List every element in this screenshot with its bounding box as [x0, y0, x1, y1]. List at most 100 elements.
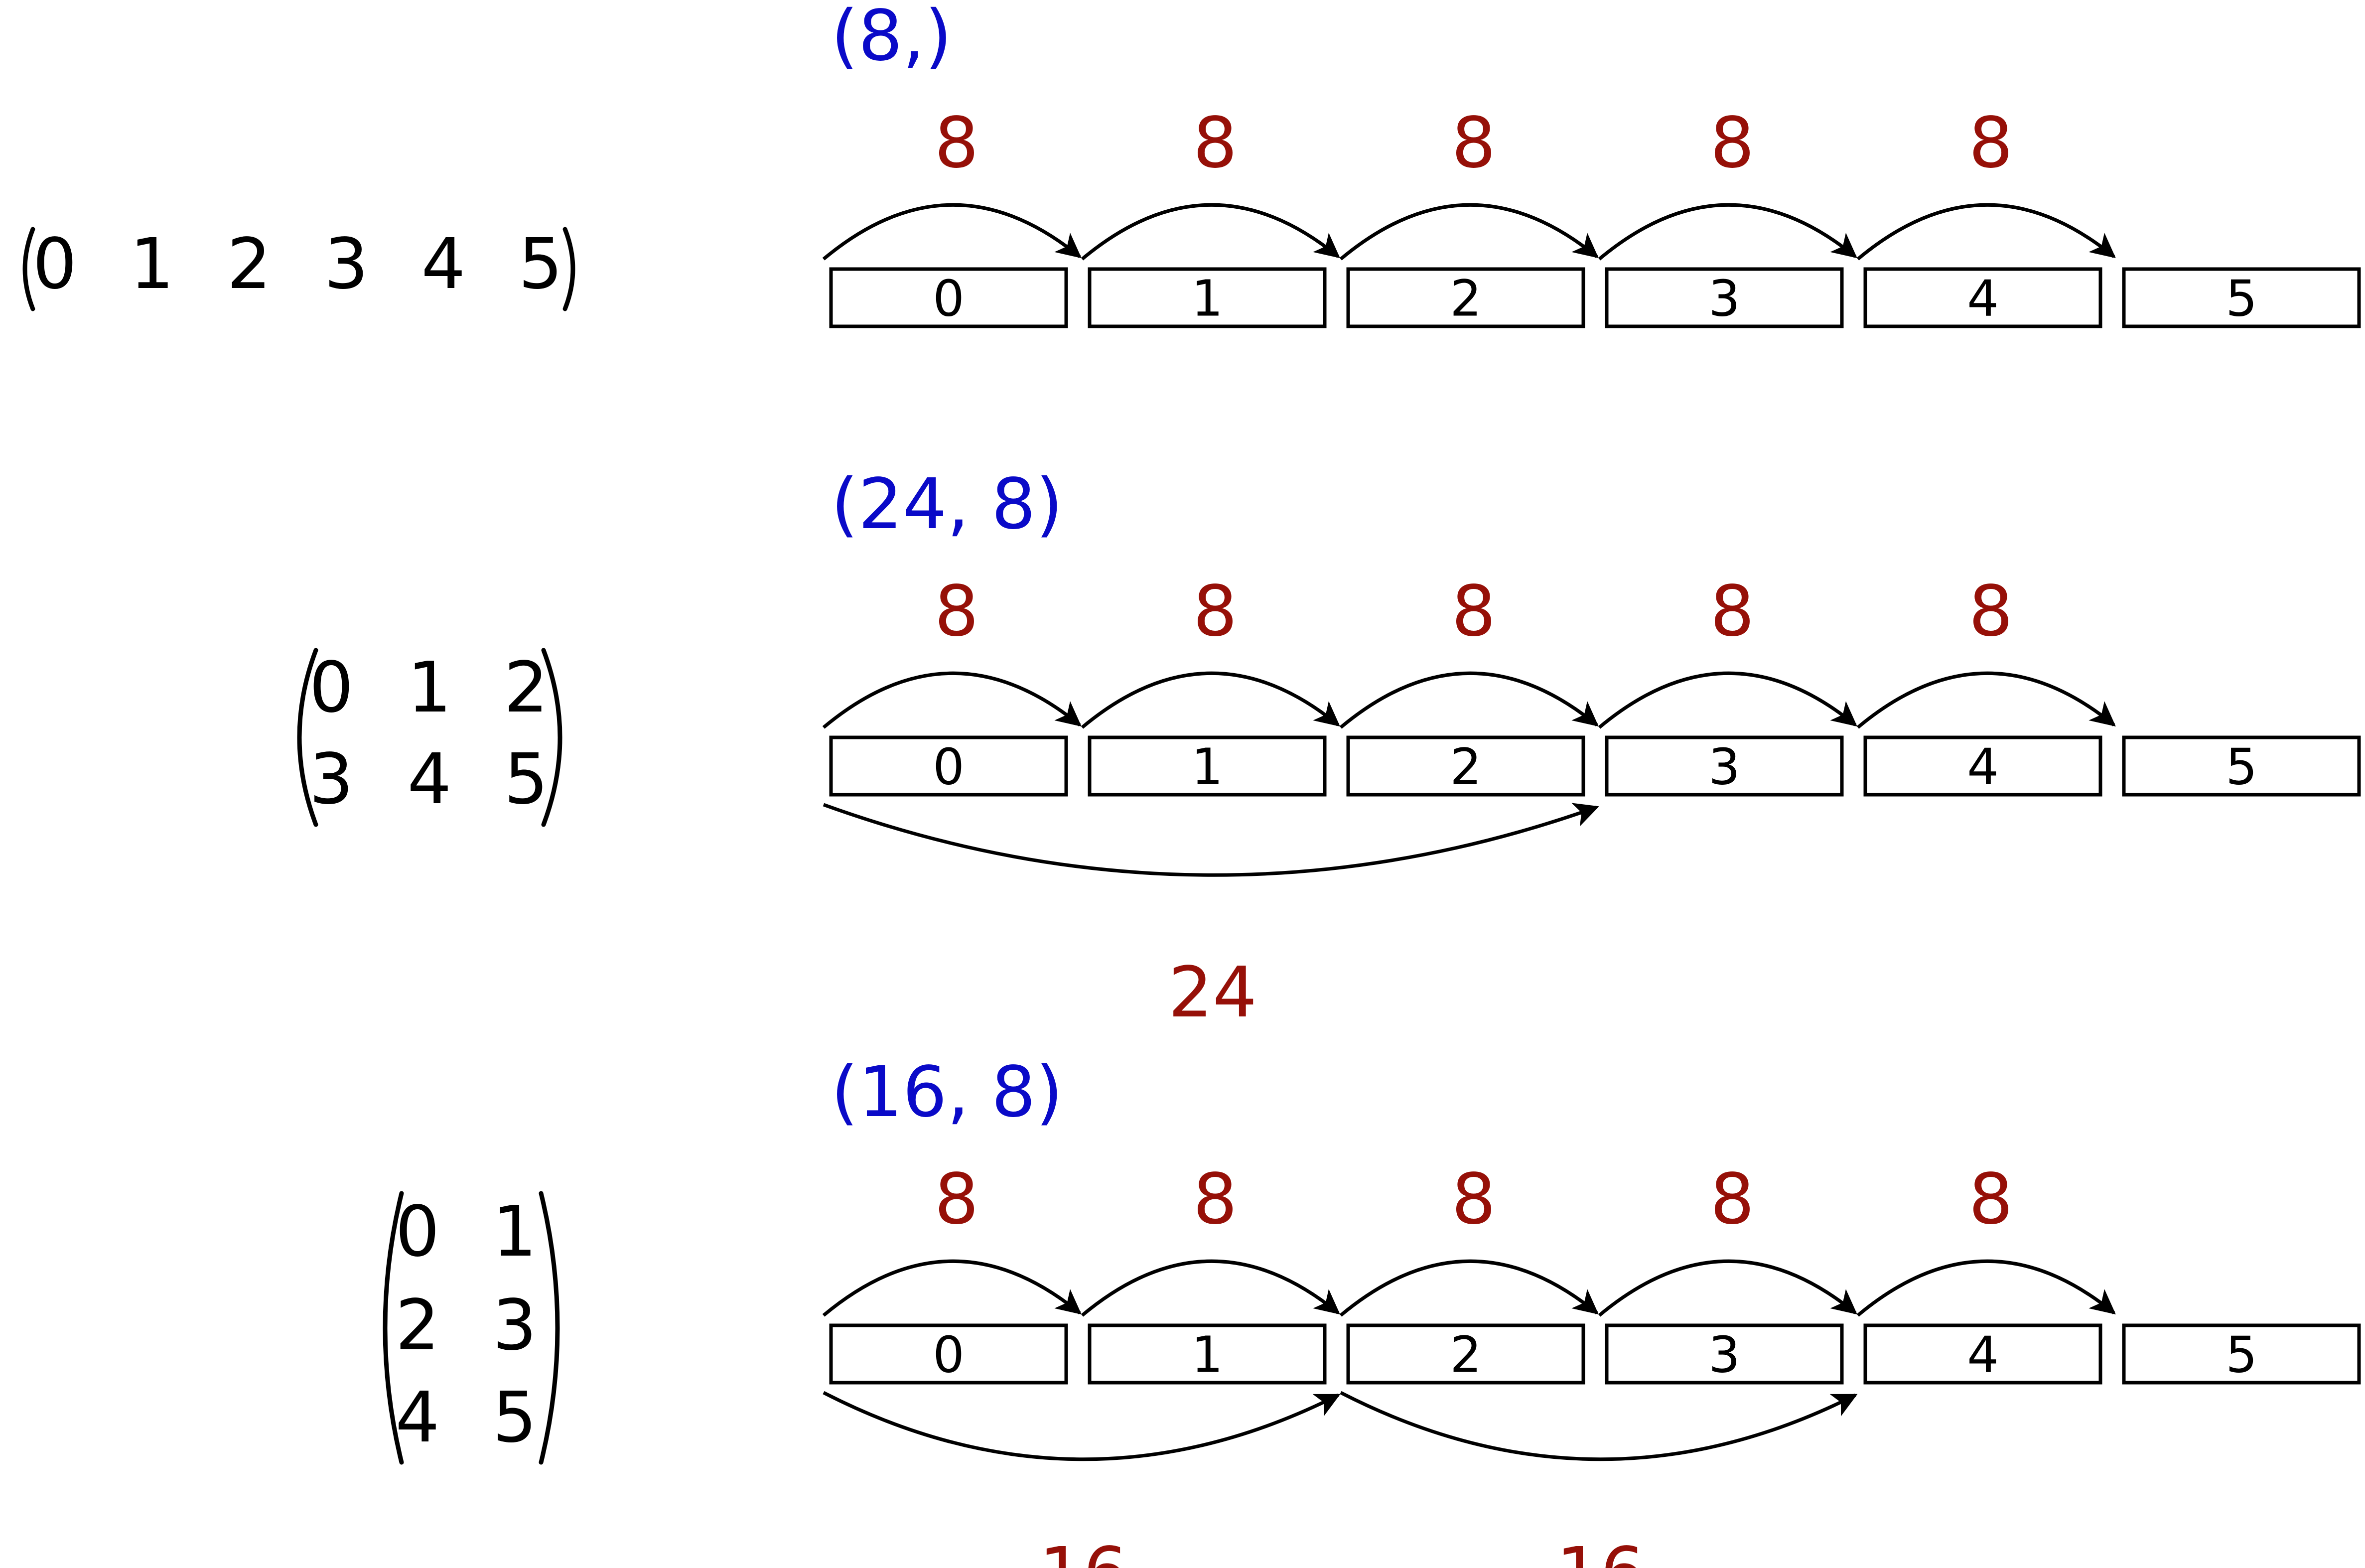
stride-arrow-long [823, 803, 1599, 877]
stride-label: 8 [1193, 571, 1237, 652]
matrix-entry: 0 [309, 647, 353, 728]
stride-label: 8 [1710, 1159, 1754, 1240]
memory-cell [829, 735, 1068, 797]
stride-label: 8 [1451, 103, 1496, 184]
stride-arrow [1856, 1259, 2116, 1317]
stride-arrow [1856, 671, 2116, 729]
memory-cell [1088, 1323, 1327, 1385]
left-paren [383, 1191, 404, 1465]
memory-cell [1605, 735, 1844, 797]
stride-label: 8 [1968, 1159, 2013, 1240]
stride-arrow-long [1340, 1391, 1858, 1461]
matrix-entry: 1 [130, 224, 174, 305]
matrix-entry: 1 [407, 647, 451, 728]
stride-label: 8 [1451, 571, 1496, 652]
stride-arrow [1598, 671, 1857, 729]
memory-cell [1346, 735, 1585, 797]
memory-cell [1346, 267, 1585, 328]
stride-label-long: 16 [1556, 1533, 1645, 1568]
stride-arrow [822, 203, 1082, 261]
memory-cell [1605, 1323, 1844, 1385]
memory-cell [1863, 735, 2102, 797]
stride-arrow [822, 671, 1082, 729]
stride-arrow [1598, 203, 1857, 261]
memory-cell [829, 1323, 1068, 1385]
memory-cell-label: 3 [1708, 1326, 1740, 1384]
stride-label: 8 [934, 1159, 978, 1240]
memory-cell-label: 3 [1708, 270, 1740, 328]
memory-cell [2122, 1323, 2361, 1385]
stride-arrow [1081, 671, 1340, 729]
stride-label-long: 24 [1168, 952, 1257, 1033]
matrix-entry: 2 [504, 647, 548, 728]
stride-arrow [822, 1259, 1082, 1317]
right-paren [541, 648, 562, 827]
left-paren [297, 648, 318, 827]
stride-arrow [1081, 1259, 1340, 1317]
matrix-entry: 5 [518, 224, 562, 305]
stride-label: 8 [1968, 571, 2013, 652]
memory-cell-label: 2 [1450, 270, 1482, 328]
memory-cell-label: 5 [2226, 738, 2257, 796]
memory-cell-label: 0 [933, 1326, 965, 1384]
memory-cell-label: 1 [1191, 1326, 1223, 1384]
memory-cell-label: 2 [1450, 738, 1482, 796]
memory-cell-label: 1 [1191, 270, 1223, 328]
stride-arrow [1339, 203, 1599, 261]
stride-arrow [1856, 203, 2116, 261]
matrix-entry: 4 [407, 739, 451, 820]
right-paren [562, 227, 575, 311]
memory-cell-label: 4 [1967, 270, 1999, 328]
memory-cell [1863, 1323, 2102, 1385]
matrix-entry: 5 [492, 1377, 537, 1458]
memory-cell [2122, 267, 2361, 328]
memory-cell-label: 0 [933, 738, 965, 796]
stride-label: 8 [1710, 103, 1754, 184]
memory-cell-label: 5 [2226, 1326, 2257, 1384]
memory-cell-label: 2 [1450, 1326, 1482, 1384]
matrix-entry: 2 [395, 1285, 439, 1366]
memory-cell [1346, 1323, 1585, 1385]
matrix-entry: 0 [395, 1191, 439, 1273]
stride-arrow [1598, 1259, 1857, 1317]
matrix-entry: 0 [32, 224, 77, 305]
stride-arrow [1339, 1259, 1599, 1317]
memory-cell-label: 4 [1967, 738, 1999, 796]
memory-cell-label: 4 [1967, 1326, 1999, 1384]
stride-label: 8 [1710, 571, 1754, 652]
matrix-entry: 2 [227, 224, 271, 305]
matrix-entry: 4 [421, 224, 465, 305]
memory-cell-label: 0 [933, 270, 965, 328]
matrix-entry: 3 [492, 1285, 537, 1366]
stride-label-long: 16 [1039, 1533, 1127, 1568]
stride-arrow [1339, 671, 1599, 729]
memory-cell [829, 267, 1068, 328]
stride-label: 8 [1968, 103, 2013, 184]
memory-cell [1088, 267, 1327, 328]
memory-cell-label: 1 [1191, 738, 1223, 796]
shape-label: (16, 8) [831, 1052, 1063, 1133]
matrix-entry: 3 [309, 739, 353, 820]
memory-cell [1605, 267, 1844, 328]
right-paren [539, 1191, 560, 1465]
stride-label: 8 [1193, 103, 1237, 184]
stride-label: 8 [1451, 1159, 1496, 1240]
memory-cell-label: 5 [2226, 270, 2257, 328]
memory-cell-label: 3 [1708, 738, 1740, 796]
shape-label: (8,) [831, 0, 952, 77]
matrix-entry: 5 [504, 739, 548, 820]
memory-cell [1863, 267, 2102, 328]
stride-label: 8 [1193, 1159, 1237, 1240]
shape-label: (24, 8) [831, 464, 1063, 545]
matrix-entry: 4 [395, 1377, 439, 1458]
stride-arrow-long [823, 1391, 1341, 1461]
memory-cell [2122, 735, 2361, 797]
stride-arrow [1081, 203, 1340, 261]
